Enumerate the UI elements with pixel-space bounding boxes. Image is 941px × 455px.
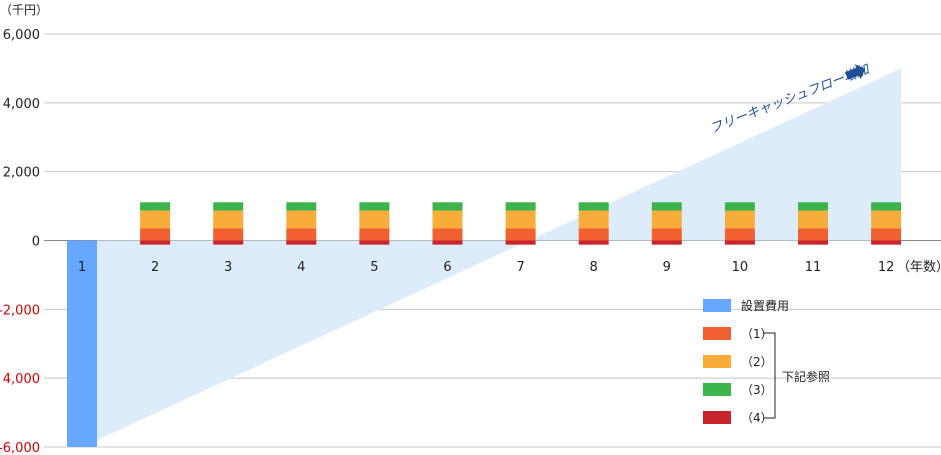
legend-swatch xyxy=(703,383,731,396)
bar-segment xyxy=(432,240,463,245)
unit-label: （千円） xyxy=(0,3,48,17)
bar-segment xyxy=(724,240,755,245)
bar-segment xyxy=(505,228,536,241)
legend-label: （4） xyxy=(741,411,773,425)
bar-segment xyxy=(432,202,463,211)
legend: 設置費用 （1） （2） （3） （4） xyxy=(703,298,789,425)
x-tick-label: 5 xyxy=(370,260,378,275)
bar-segment xyxy=(651,210,682,229)
x-tick-label: 3 xyxy=(224,260,232,275)
y-tick-label: 4,000 xyxy=(3,372,40,387)
bar-segment xyxy=(359,210,390,229)
bar-segment xyxy=(140,228,171,241)
bar-segment xyxy=(505,210,536,229)
legend-label: （2） xyxy=(741,355,773,369)
bar-segment xyxy=(286,202,317,211)
bar-segment xyxy=(286,240,317,245)
bar-segment xyxy=(359,228,390,241)
bar-segment xyxy=(432,210,463,229)
y-tick-label: -6,000 xyxy=(0,441,40,455)
bar-segment xyxy=(505,240,536,245)
bar-segment xyxy=(798,240,828,245)
bar-segment xyxy=(286,210,317,229)
bar-segment xyxy=(140,240,171,245)
bar-segment xyxy=(213,240,244,245)
bar-segment xyxy=(578,202,609,211)
x-tick-label: 12 xyxy=(878,260,895,275)
x-tick-label: 6 xyxy=(443,260,451,275)
bar-segment xyxy=(871,228,902,241)
y-tick-label: 2,000 xyxy=(3,166,40,181)
annotation-arrow-icon xyxy=(845,64,866,80)
legend-label: 設置費用 xyxy=(741,298,789,313)
bar-segment xyxy=(505,202,536,211)
bar-segment xyxy=(67,240,97,447)
bar-segment xyxy=(359,202,390,211)
bar-segment xyxy=(213,210,244,229)
y-tick-label: 4,000 xyxy=(3,97,40,112)
bar-segment xyxy=(578,240,609,245)
y-tick-label: 6,000 xyxy=(3,28,40,43)
bar-segment xyxy=(651,228,682,241)
legend-label: （3） xyxy=(741,383,773,397)
bar-segment xyxy=(578,210,609,229)
x-tick-label: 10 xyxy=(732,260,749,275)
bar-segment xyxy=(871,240,902,245)
bar-segment xyxy=(871,210,902,229)
bar-segment xyxy=(871,202,902,211)
bar-segment xyxy=(798,202,828,211)
bar-segment xyxy=(724,202,755,211)
y-axis-ticks: 6,000 4,000 2,000 0 -2,000 4,000 -6,000 xyxy=(0,28,40,455)
cumulative-cashflow-area xyxy=(97,68,902,441)
bar-segment xyxy=(213,202,244,211)
legend-swatch xyxy=(703,327,731,340)
bar-segment xyxy=(140,202,171,211)
x-tick-label: 11 xyxy=(805,260,822,275)
bar-segment xyxy=(359,240,390,245)
bar-segment xyxy=(140,210,171,229)
bar-series xyxy=(67,202,902,447)
bar-segment xyxy=(798,228,828,241)
bar-segment xyxy=(651,240,682,245)
legend-swatch xyxy=(703,355,731,368)
legend-bracket-label: 下記参照 xyxy=(782,369,830,384)
x-tick-label: 9 xyxy=(663,260,671,275)
bar-segment xyxy=(213,228,244,241)
x-tick-label: 8 xyxy=(590,260,598,275)
x-tick-label: 4 xyxy=(297,260,305,275)
bar-segment xyxy=(432,228,463,241)
y-tick-label: -2,000 xyxy=(0,303,40,318)
x-tick-label: 7 xyxy=(516,260,524,275)
bar-segment xyxy=(286,228,317,241)
y-tick-label: 0 xyxy=(32,235,40,250)
bar-segment xyxy=(798,210,828,229)
x-axis-suffix: （年数） xyxy=(897,260,941,275)
legend-bracket xyxy=(763,332,776,419)
bar-segment xyxy=(578,228,609,241)
legend-label: （1） xyxy=(741,327,773,341)
x-tick-label: 2 xyxy=(151,260,159,275)
bar-segment xyxy=(724,210,755,229)
bar-segment xyxy=(651,202,682,211)
x-tick-label: 1 xyxy=(78,260,86,275)
bar-segment xyxy=(724,228,755,241)
legend-swatch xyxy=(703,299,731,312)
legend-swatch xyxy=(703,411,731,424)
